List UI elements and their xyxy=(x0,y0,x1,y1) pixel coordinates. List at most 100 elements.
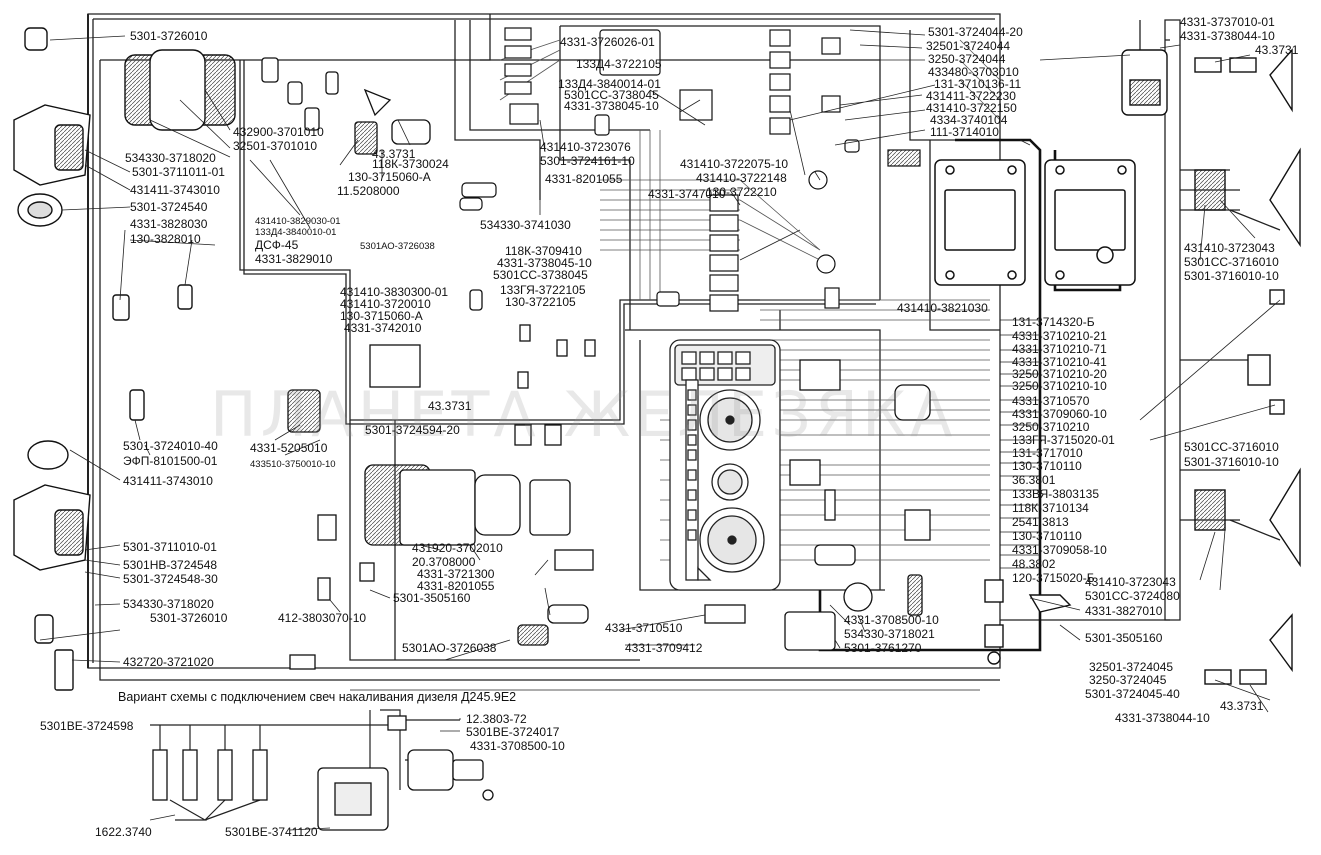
label-l030: 3250-3724044 xyxy=(928,52,1006,66)
label-l069: 36.3801 xyxy=(1012,473,1056,487)
label-l032: 131-3710136-11 xyxy=(934,77,1022,91)
variant-caption: Вариант схемы с подключением свеч накали… xyxy=(118,690,517,704)
label-l036: 111-3714010 xyxy=(930,125,999,139)
label-l071: 118К-3710134 xyxy=(1012,501,1089,515)
label-l019: 4331-3726026-01 xyxy=(560,35,655,49)
label-l118: 5301ВЕ-3741120 xyxy=(225,825,318,839)
instrument-panel xyxy=(669,339,781,591)
label-l111: 43.3731 xyxy=(1220,699,1264,713)
label-l027: 534330-3741030 xyxy=(480,218,571,232)
label-l102: 534330-3718021 xyxy=(844,627,935,641)
label-l113: 5301ВЕ-3724598 xyxy=(40,719,134,733)
label-l016: ДСФ-45 xyxy=(255,238,299,252)
label-l028: 5301-3724044-20 xyxy=(928,25,1023,39)
label-l079: 5301-3724010-40 xyxy=(123,439,218,453)
label-l013: 11.5208000 xyxy=(337,184,400,198)
label-l007: 5301-3724540 xyxy=(130,200,208,214)
label-l049: 431410-3830300-01 xyxy=(340,285,449,299)
label-l098: 5301АО-3726038 xyxy=(402,641,497,655)
label-l103: 5301-3761270 xyxy=(844,641,922,655)
label-l062: 3250-3710210-10 xyxy=(1012,379,1107,393)
label-l031: 433480-3703010 xyxy=(928,65,1019,79)
label-l089: 431920-3702010 xyxy=(412,541,503,555)
label-l107: 5301-3505160 xyxy=(1085,631,1163,645)
variant-components xyxy=(152,715,494,831)
label-l091: 4331-3721300 xyxy=(417,567,495,581)
label-l017: 4331-3829010 xyxy=(255,252,333,266)
right-components xyxy=(984,48,1301,685)
label-l048: 130-3722105 xyxy=(505,295,576,309)
label-l087: 5301НВ-3724548 xyxy=(123,558,218,572)
label-l046: 5301СС-3738045 xyxy=(493,268,588,282)
label-l082: 433510-3750010-10 xyxy=(250,459,336,470)
label-l090: 20.3708000 xyxy=(412,555,476,569)
label-l020: 133Д4-3722105 xyxy=(576,57,662,71)
label-l033: 431411-3722230 xyxy=(926,89,1016,103)
label-l076: 120-3715020-Б xyxy=(1012,571,1095,585)
label-l018: 5301АО-3726038 xyxy=(360,241,435,252)
label-l108: 32501-3724045 xyxy=(1089,660,1174,674)
label-l070: 133ВЯ-3803135 xyxy=(1012,487,1100,501)
label-l002: 432900-3701010 xyxy=(233,125,324,139)
label-l021: 133Д4-3840014-01 xyxy=(558,77,661,91)
label-l044: 118К-3709410 xyxy=(505,244,582,258)
label-l067: 131-3717010 xyxy=(1012,446,1083,460)
label-l010: 43.3731 xyxy=(372,147,416,161)
center-components xyxy=(287,324,931,670)
label-l066: 133ГЯ-3715020-01 xyxy=(1012,433,1115,447)
label-l065: 3250-3710210 xyxy=(1012,420,1090,434)
label-l022: 5301СС-3738045 xyxy=(564,88,659,102)
label-l106: 4331-3827010 xyxy=(1085,604,1163,618)
label-l009: 130-3828010 xyxy=(130,232,201,246)
label-l063: 4331-3710570 xyxy=(1012,394,1090,408)
label-l040: 130-3722210 xyxy=(706,185,777,199)
label-l083: 43.3731 xyxy=(428,399,472,413)
label-l105: 5301СС-3724080 xyxy=(1085,589,1180,603)
label-l004: 534330-3718020 xyxy=(125,151,216,165)
label-l052: 4331-3742010 xyxy=(344,321,422,335)
label-l005: 5301-3711011-01 xyxy=(132,165,225,179)
label-l053: 431410-3723043 xyxy=(1184,241,1275,255)
label-l092: 4331-8201055 xyxy=(417,579,495,593)
label-l099: 4331-3710510 xyxy=(605,621,683,635)
label-l003: 32501-3701010 xyxy=(233,139,318,153)
label-l050: 431410-3720010 xyxy=(340,297,431,311)
label-l072: 2541.3813 xyxy=(1012,515,1069,529)
label-l055: 5301-3716010-10 xyxy=(1184,269,1279,283)
label-l008: 4331-3828030 xyxy=(130,217,208,231)
label-l023: 4331-3738045-10 xyxy=(564,99,659,113)
label-l006: 431411-3743010 xyxy=(130,183,220,197)
label-l101: 4331-3708500-10 xyxy=(844,613,939,627)
label-l078: 5301-3716010-10 xyxy=(1184,455,1279,469)
label-l051: 130-3715060-А xyxy=(340,309,423,323)
label-l093: 5301-3505160 xyxy=(393,591,471,605)
leader-lines xyxy=(39,29,1281,831)
label-l061: 3250-3710210-20 xyxy=(1012,367,1107,381)
label-l096: 5301-3726010 xyxy=(150,611,228,625)
label-l047: 133ГЯ-3722105 xyxy=(500,283,586,297)
label-l015: 133Д4-3840010-01 xyxy=(255,227,337,238)
label-l012: 130-3715060-А xyxy=(348,170,431,184)
label-l014: 431410-3829030-01 xyxy=(255,216,341,227)
label-l104: 431410-3723043 xyxy=(1085,575,1176,589)
label-l115: 5301ВЕ-3724017 xyxy=(466,725,560,739)
label-l001: 5301-3726010 xyxy=(130,29,208,43)
label-l034: 431410-3722150 xyxy=(926,101,1017,115)
label-l112: 4331-3738044-10 xyxy=(1115,711,1210,725)
label-l094: 412-3803070-10 xyxy=(278,611,367,625)
left-components xyxy=(13,27,236,691)
label-l100: 4331-3709412 xyxy=(625,641,703,655)
label-l075: 48.3802 xyxy=(1012,557,1056,571)
label-l026: 4331-8201055 xyxy=(545,172,623,186)
label-l045: 4331-3738045-10 xyxy=(497,256,592,270)
label-l039: 4331-3747010 xyxy=(648,187,726,201)
label-l056: 431410-3821030 xyxy=(897,301,988,315)
label-l074: 4331-3709058-10 xyxy=(1012,543,1107,557)
label-l097: 432720-3721020 xyxy=(123,655,214,669)
label-l054: 5301СС-3716010 xyxy=(1184,255,1279,269)
label-l117: 1622.3740 xyxy=(95,825,152,839)
label-l029: 32501-3724044 xyxy=(926,39,1011,53)
relay-cluster xyxy=(459,27,921,312)
